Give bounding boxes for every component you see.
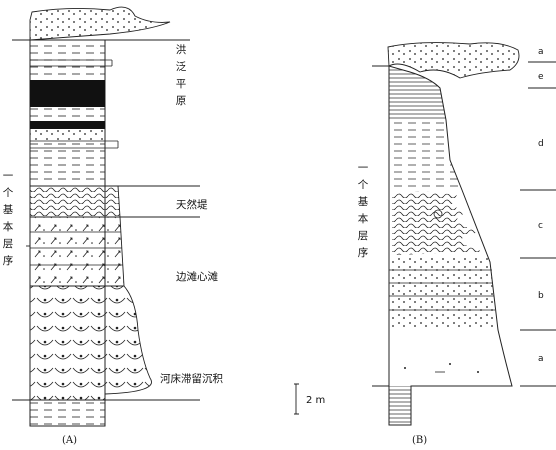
point-bar-label: 边滩心滩: [176, 271, 218, 283]
levee-label: 天然堤: [176, 199, 208, 211]
scale-bar-label: 2 m: [306, 395, 326, 406]
cycle-label-b: 一个基本层序: [357, 162, 369, 259]
column-b: [372, 42, 556, 426]
unit-label-b: b: [538, 291, 544, 301]
unit-label-a-bottom: a: [538, 354, 544, 364]
floodplain-label: 洪泛平原: [175, 44, 187, 107]
cycle-label-a: 一个基本层序: [2, 170, 14, 267]
caption-a: (A): [62, 435, 78, 446]
column-a: [12, 6, 299, 427]
unit-label-d: d: [538, 139, 544, 149]
unit-label-c: c: [538, 221, 543, 231]
unit-label-a-top: a: [538, 47, 544, 57]
caption-b: (B): [412, 435, 428, 446]
channel-lag-label: 河床滞留沉积: [160, 373, 223, 385]
unit-label-e: e: [538, 72, 544, 82]
